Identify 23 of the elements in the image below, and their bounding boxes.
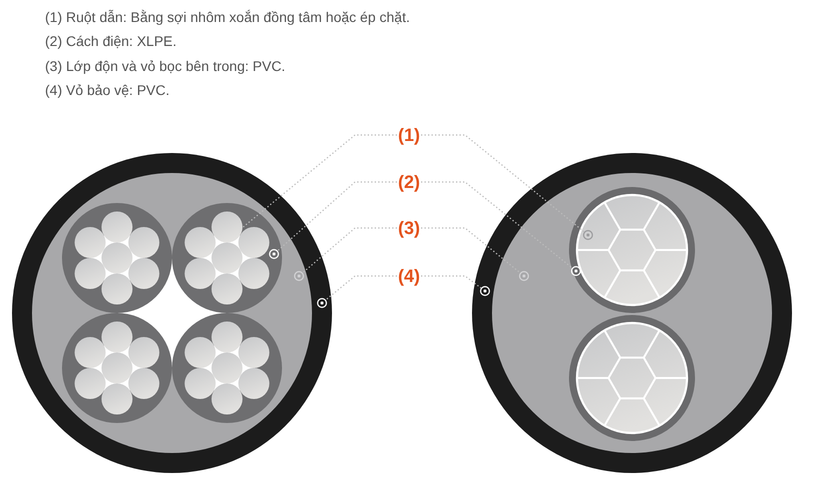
target-marker (583, 230, 593, 240)
target-marker (519, 271, 529, 281)
callout-number: (2) (397, 172, 421, 192)
target-marker (480, 286, 490, 296)
target-marker (294, 271, 304, 281)
target-marker (269, 249, 279, 259)
callout-number: (3) (397, 218, 421, 238)
leader-line (242, 134, 397, 228)
note-text: (2) Cách điện: XLPE. (45, 33, 177, 50)
leader-line (421, 181, 572, 268)
leader-line (421, 275, 482, 288)
leader-line (421, 227, 520, 274)
callout-number: (4) (397, 266, 421, 286)
target-marker (571, 266, 581, 276)
note-text: (4) Vỏ bảo vệ: PVC. (45, 82, 170, 99)
leader-line (326, 275, 397, 300)
leader-line (277, 181, 397, 252)
note-text: (3) Lớp độn và vỏ bọc bên trong: PVC. (45, 58, 286, 75)
note-text: (1) Ruột dẫn: Bằng sợi nhôm xoắn đồng tâm hoặc ép chặt. (45, 9, 410, 26)
target-marker (317, 298, 327, 308)
callout-number: (1) (397, 125, 421, 145)
leader-line (421, 134, 584, 232)
leader-line (302, 227, 397, 274)
